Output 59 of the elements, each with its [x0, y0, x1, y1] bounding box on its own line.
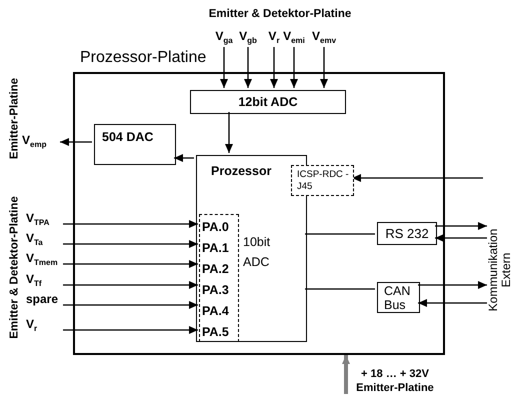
port-label: PA.0 — [202, 217, 236, 237]
connection-line — [305, 233, 375, 235]
arrow — [63, 281, 198, 289]
arrow — [60, 138, 92, 146]
box-label: Prozessor — [211, 164, 272, 178]
box-label: ICSP-RDC -J45 — [297, 169, 350, 193]
connector-box — [291, 165, 354, 196]
arrow — [174, 154, 194, 162]
arrow — [418, 281, 487, 289]
side-label: Emitter & Detektor-Platine — [8, 194, 22, 340]
port-label: PA.1 — [202, 238, 236, 258]
signal-label: V$_{emv}$ — [309, 29, 339, 47]
box-label: RS 232 — [384, 226, 430, 240]
arrow — [435, 234, 487, 242]
port-label: PA.2 — [202, 259, 236, 279]
side-label: Kommunikation Extern — [487, 220, 513, 320]
arrow — [63, 240, 198, 248]
supply-label: + 18 … + 32V Emitter-Platine — [355, 367, 435, 395]
box-label: 504 DAC — [102, 129, 154, 145]
arrow — [270, 47, 278, 88]
signal-label: V$_{r}$ — [265, 29, 283, 47]
side-label: Emitter-Platine — [8, 76, 22, 161]
group-heading: Emitter & Detektor-Platine — [208, 8, 352, 20]
signal-label: V$_{Tmem}$ — [26, 251, 63, 269]
arrow — [342, 355, 350, 394]
arrow — [225, 112, 233, 153]
signal-label: V$_{emi}$ — [280, 29, 308, 47]
arrow — [63, 326, 198, 334]
dashed-box — [199, 214, 239, 342]
module-box — [94, 124, 176, 165]
box-label: 10bit ADC — [243, 234, 272, 271]
signal-label: spare — [26, 292, 63, 310]
arrow — [63, 260, 198, 268]
signal-label: V$_{TPA}$ — [26, 211, 63, 229]
signal-label: V$_{ga}$ — [211, 29, 237, 47]
signal-label: V$_{Ta}$ — [26, 231, 63, 249]
module-box — [377, 222, 437, 245]
arrow — [220, 47, 228, 88]
arrow — [418, 299, 487, 307]
port-label: PA.3 — [202, 280, 236, 300]
signal-label: V$_{r}$ — [26, 317, 63, 335]
port-label: PA.5 — [202, 322, 236, 342]
signal-label: V$_{gb}$ — [235, 29, 261, 47]
connection-line — [305, 288, 375, 290]
arrow — [63, 220, 198, 228]
module-box — [377, 282, 420, 313]
module-box — [190, 90, 346, 114]
arrow — [435, 222, 487, 230]
arrow — [320, 47, 328, 88]
box-label: CAN Bus — [384, 284, 412, 312]
port-label: PA.4 — [202, 301, 236, 321]
arrow — [290, 47, 298, 88]
board-heading: Prozessor-Platine — [80, 48, 206, 68]
arrow — [63, 301, 198, 309]
arrow — [352, 174, 483, 182]
box-label: 12bit ADC — [237, 95, 299, 109]
signal-label: V$_{emp}$ — [22, 133, 60, 149]
arrow — [244, 47, 252, 88]
signal-label: V$_{Tf}$ — [26, 272, 63, 290]
